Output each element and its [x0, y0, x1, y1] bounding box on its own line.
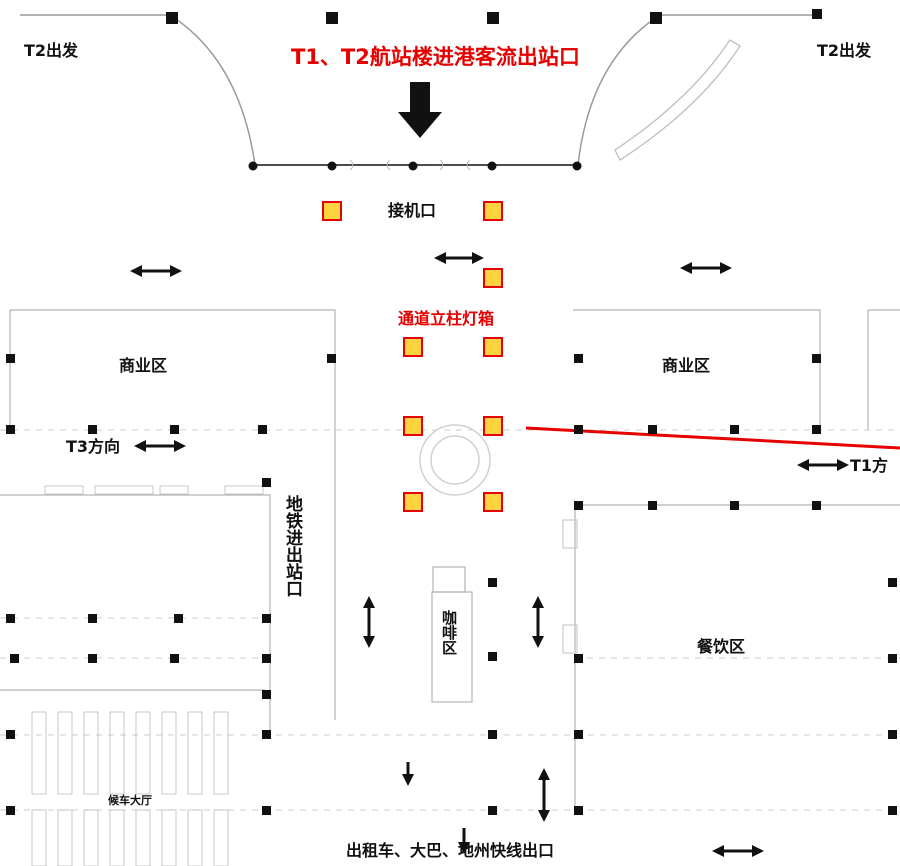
lightbox-row2-left — [403, 416, 423, 436]
double-arrow-vertical-icon — [363, 596, 550, 822]
escalator-curve — [614, 39, 741, 161]
lightbox-row3-left — [403, 492, 423, 512]
lightbox-aisle-top — [483, 268, 503, 288]
label-commercial-right: 商业区 — [662, 356, 711, 375]
callout-line — [525, 426, 900, 450]
label-cafe: 咖啡区 — [440, 610, 458, 655]
cafe-booth — [431, 566, 473, 703]
lightbox-row2-right — [483, 416, 503, 436]
lightbox-pickup-left — [322, 201, 342, 221]
lightbox-row3-right — [483, 492, 503, 512]
entry-doors — [349, 159, 471, 171]
label-t3-direction: T3方向 — [66, 437, 121, 456]
label-bottom-exit: 出租车、大巴、地州快线出口 — [346, 841, 555, 860]
entry-arc-right — [577, 14, 818, 166]
arrow-down-icon — [398, 82, 442, 138]
lightbox-row1-right — [483, 337, 503, 357]
rotunda — [419, 424, 491, 496]
label-t2-departure-left: T2出发 — [24, 41, 79, 60]
exit-title: T1、T2航站楼进港客流出站口 — [291, 45, 580, 69]
entry-dots — [248, 161, 582, 171]
label-commercial-left: 商业区 — [119, 356, 168, 375]
waiting-seats — [31, 711, 229, 866]
entry-arc-left — [20, 14, 256, 166]
label-t1-direction: T1方 — [850, 456, 889, 475]
label-pickup: 接机口 — [388, 201, 437, 220]
label-lightbox-title: 通道立柱灯箱 — [398, 309, 495, 328]
label-waiting-hall: 候车大厅 — [108, 794, 152, 807]
double-arrow-horizontal-icon — [130, 252, 849, 857]
columns — [6, 9, 897, 815]
lightbox-pickup-right — [483, 201, 503, 221]
arrow-down-small-icon — [402, 762, 470, 854]
label-metro-exit: 地铁进出站口 — [282, 495, 302, 597]
lightbox-row1-left — [403, 337, 423, 357]
label-t2-departure-right: T2出发 — [817, 41, 872, 60]
label-dining: 餐饮区 — [697, 637, 746, 656]
side-booths — [562, 519, 578, 654]
seat-strips — [44, 485, 264, 495]
